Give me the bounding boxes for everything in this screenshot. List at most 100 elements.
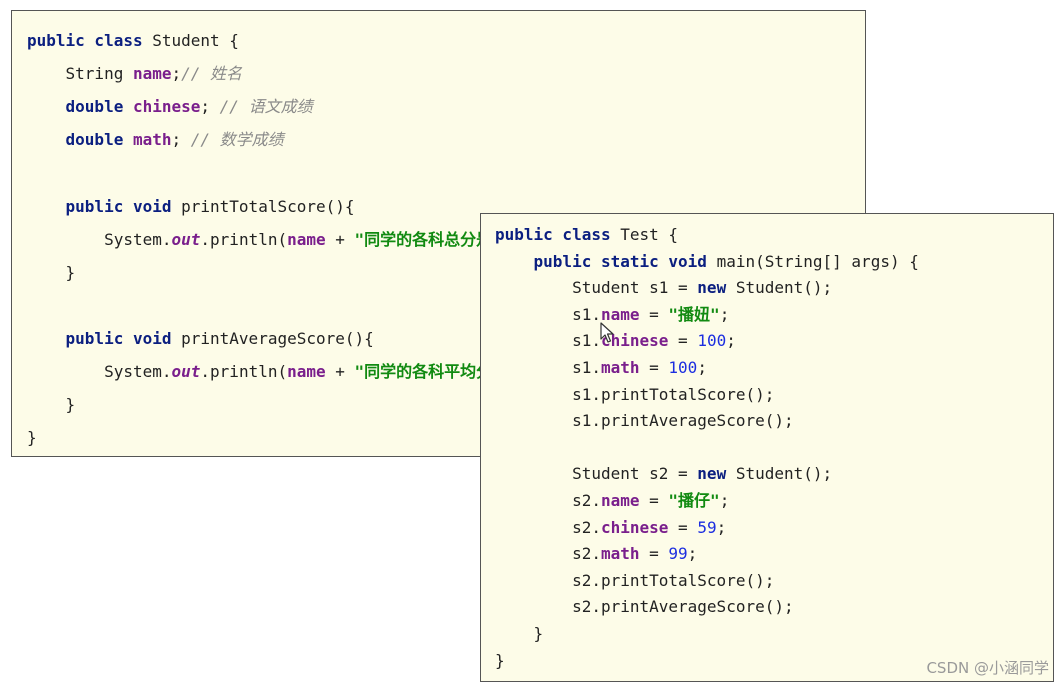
code-line: public static void main(String[] args) { <box>495 252 919 272</box>
code-token: s1.printAverageScore(); <box>495 411 794 431</box>
code-token: s2. <box>495 517 601 537</box>
code-token: ; <box>719 491 730 510</box>
code-token: printAverageScore(){ <box>181 328 374 348</box>
code-token: // 语文成绩 <box>219 97 313 117</box>
code-token: // 姓名 <box>181 64 243 84</box>
code-token: = <box>639 358 669 377</box>
code-line: } <box>495 624 544 644</box>
code-token: } <box>27 395 76 415</box>
code-token: ; <box>200 97 220 117</box>
test-class-code-panel: public class Test { public static void m… <box>480 213 1054 682</box>
code-token: // 数学成绩 <box>190 130 284 150</box>
code-line: double math; // 数学成绩 <box>27 130 284 150</box>
code-token: s2. <box>495 491 601 510</box>
mouse-pointer-icon <box>600 322 614 343</box>
code-line: double chinese; // 语文成绩 <box>27 97 313 117</box>
code-token: ; <box>719 304 730 324</box>
code-token: System. <box>27 362 172 381</box>
code-token: } <box>495 624 544 643</box>
code-token: ; <box>697 358 707 377</box>
code-token: main(String[] args) { <box>716 251 919 271</box>
code-token: name <box>287 362 326 381</box>
code-line: public class Test { <box>495 225 678 245</box>
code-token: new <box>697 464 736 484</box>
code-token: = <box>639 544 669 564</box>
code-token: } <box>27 428 37 448</box>
code-line: s2.name = "播仔"; <box>495 491 729 511</box>
code-token: s1. <box>495 331 601 351</box>
code-token: "同学的各科总分是：" <box>354 229 518 249</box>
code-token: } <box>495 650 505 670</box>
code-line: s1.math = 100; <box>495 358 707 378</box>
code-line: public class Student { <box>27 31 239 51</box>
code-token: 59 <box>697 517 717 537</box>
code-token: math <box>600 358 640 377</box>
code-token: ; <box>687 544 698 564</box>
code-token: Student s2 = <box>495 464 698 484</box>
code-token: .println( <box>200 229 288 249</box>
code-token: double <box>27 97 133 117</box>
code-token: double <box>27 130 133 150</box>
code-token: Student s1 = <box>495 278 698 298</box>
code-token: Test { <box>620 225 679 244</box>
code-token: s1.printTotalScore(); <box>495 384 775 404</box>
code-token: = <box>639 491 669 510</box>
code-line: s1.printTotalScore(); <box>495 385 774 405</box>
code-token: Student(); <box>735 278 833 298</box>
code-token: Student { <box>152 31 239 50</box>
code-line: } <box>495 651 505 671</box>
code-token: s1. <box>495 304 601 324</box>
code-line: Student s1 = new Student(); <box>495 278 832 298</box>
code-token: s2. <box>495 544 601 564</box>
code-token: Student(); <box>735 464 833 484</box>
code-token: ; <box>171 130 191 150</box>
code-token: String <box>27 64 133 84</box>
code-token: printTotalScore(){ <box>181 196 355 216</box>
code-token: } <box>27 262 76 282</box>
code-token: .println( <box>200 362 288 381</box>
code-line: s2.chinese = 59; <box>495 518 726 538</box>
code-line: public void printAverageScore(){ <box>27 329 374 349</box>
code-token: chinese <box>600 331 669 351</box>
code-token: "播妞" <box>668 304 720 324</box>
code-line: public void printTotalScore(){ <box>27 197 355 217</box>
code-token: 99 <box>668 544 688 564</box>
code-token: chinese <box>600 517 669 537</box>
code-token: math <box>600 544 640 564</box>
code-line: Student s2 = new Student(); <box>495 464 832 484</box>
code-token: 100 <box>697 331 727 351</box>
code-token: math <box>132 130 172 150</box>
code-token: System. <box>27 229 172 249</box>
code-line: s2.printAverageScore(); <box>495 597 794 617</box>
code-token: chinese <box>132 97 201 117</box>
code-token: ; <box>171 64 182 84</box>
code-token: 100 <box>668 358 698 377</box>
code-token: s2.printTotalScore(); <box>495 570 775 590</box>
code-token: public void <box>27 328 182 348</box>
code-token: ; <box>716 517 727 537</box>
code-token: out <box>171 362 201 381</box>
code-line: s2.math = 99; <box>495 544 697 564</box>
code-token: public class <box>27 31 153 50</box>
code-token: name <box>132 64 172 84</box>
code-token: new <box>697 278 736 298</box>
code-token: s1. <box>495 358 601 377</box>
code-token: + <box>325 362 355 381</box>
code-line: s2.printTotalScore(); <box>495 571 774 591</box>
code-token: = <box>668 517 698 537</box>
code-token: = <box>668 331 698 351</box>
code-line: String name;// 姓名 <box>27 64 243 84</box>
watermark-text: CSDN @小涵同学 <box>926 659 1049 677</box>
code-token: public class <box>495 225 621 244</box>
code-token: public static void <box>495 251 717 271</box>
code-token: public void <box>27 196 182 216</box>
code-token: name <box>600 304 640 324</box>
code-line: s1.name = "播妞"; <box>495 305 729 325</box>
code-token: + <box>325 229 355 249</box>
code-token: = <box>639 304 669 324</box>
code-token: name <box>600 491 640 510</box>
code-line: } <box>27 395 76 415</box>
code-token: "播仔" <box>668 491 720 510</box>
code-line: s1.chinese = 100; <box>495 331 736 351</box>
code-token: s2.printAverageScore(); <box>495 597 794 617</box>
